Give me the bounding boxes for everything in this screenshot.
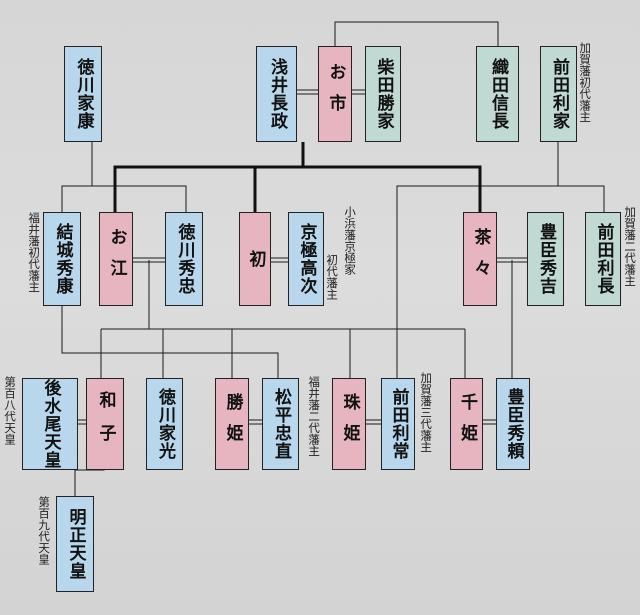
person-label: 前田利家 [549, 58, 569, 130]
person-label: 徳川秀忠 [174, 223, 195, 295]
person-toyotomi-hideyori: 豊臣秀頼 [496, 378, 530, 470]
person-label: 柴田勝家 [373, 58, 394, 130]
person-label: 茶々 [470, 228, 491, 290]
person-katsuhime: 勝姫 [215, 378, 249, 470]
person-label: 後水尾天皇 [40, 379, 61, 469]
person-label: 勝姫 [222, 393, 243, 455]
person-label: 浅井長政 [267, 58, 287, 130]
note-kaga-1: 加賀藩初代藩主 [578, 42, 593, 123]
person-label: 千姫 [457, 393, 477, 455]
person-label: 松平忠直 [271, 388, 291, 460]
note-emperor-109: 第百九代天皇 [37, 496, 52, 565]
person-label: 結城秀康 [52, 223, 73, 295]
person-kyogoku-takatsugu: 京極高次 [288, 212, 324, 306]
person-label: お市 [325, 63, 346, 125]
person-label: 前田利常 [388, 388, 409, 460]
note-emperor-108: 第百八代天皇 [3, 376, 18, 445]
person-label: 前田利長 [593, 223, 614, 295]
person-label: 初 [245, 250, 266, 268]
note-kaga-2: 加賀藩二代藩主 [623, 206, 638, 287]
person-label: 豊臣秀頼 [503, 388, 524, 460]
person-label: 徳川家康 [73, 58, 94, 130]
person-azai-nagamasa: 浅井長政 [256, 46, 297, 142]
person-kazuko: 和子 [86, 378, 124, 470]
person-tokugawa-ieyasu: 徳川家康 [64, 46, 102, 142]
note-kaga-3: 加賀藩三代藩主 [419, 372, 434, 453]
person-tokugawa-hidetada: 徳川秀忠 [165, 212, 203, 306]
person-label: 珠姫 [339, 393, 360, 455]
person-senhime: 千姫 [450, 378, 483, 470]
person-label: 明正天皇 [65, 508, 86, 580]
person-toyotomi-hideyoshi: 豊臣秀吉 [527, 212, 564, 306]
person-yuki-hideyasu: 結城秀康 [43, 212, 81, 306]
person-matsudaira-tadanao: 松平忠直 [262, 378, 299, 470]
person-maeda-toshitsune: 前田利常 [381, 378, 415, 470]
person-oichi: お市 [318, 46, 352, 142]
person-meisho-tenno: 明正天皇 [56, 496, 94, 592]
person-label: 京極高次 [296, 223, 317, 295]
person-label: 徳川家光 [155, 388, 175, 460]
note-obama-1b: 初代藩主 [325, 254, 340, 300]
person-label: 織田信長 [488, 58, 508, 130]
person-tokugawa-iemitsu: 徳川家光 [146, 378, 183, 470]
person-maeda-toshiie: 前田利家 [540, 46, 577, 142]
note-obama-1a: 小浜藩京極家 [343, 206, 358, 275]
person-label: 和子 [95, 391, 116, 457]
person-chacha: 茶々 [463, 212, 497, 306]
person-label: お江 [106, 228, 127, 290]
person-hatsu: 初 [239, 212, 271, 306]
note-fukui-1: 福井藩初代藩主 [27, 212, 42, 293]
person-oda-nobunaga: 織田信長 [476, 46, 519, 142]
person-label: 豊臣秀吉 [536, 223, 556, 295]
person-shibata-katsuie: 柴田勝家 [365, 46, 401, 142]
person-maeda-toshinaga: 前田利長 [585, 212, 621, 306]
person-tamahime: 珠姫 [332, 378, 366, 470]
person-gomizunoo-tenno: 後水尾天皇 [22, 378, 78, 470]
person-ogo: お江 [99, 212, 133, 306]
note-fukui-2: 福井藩二代藩主 [307, 376, 322, 457]
